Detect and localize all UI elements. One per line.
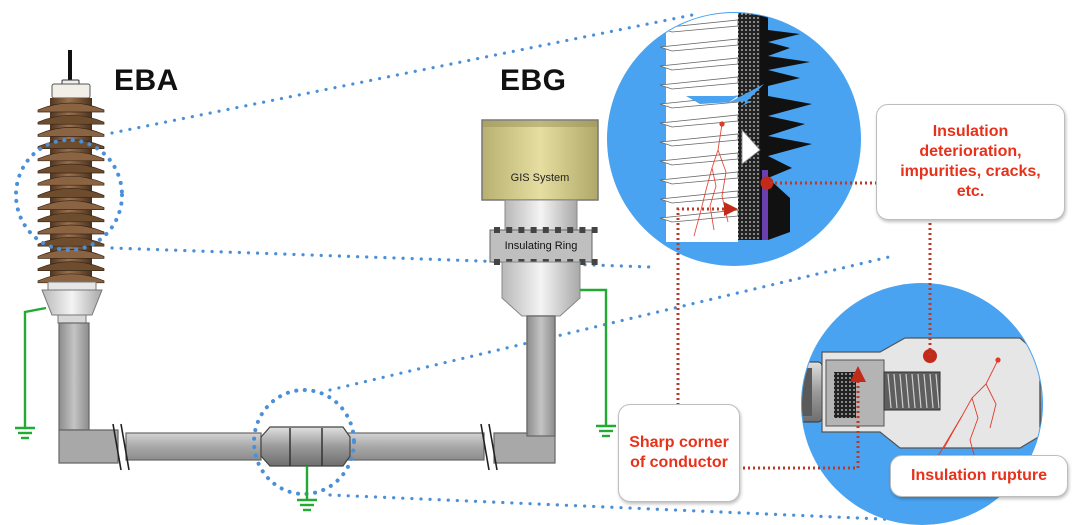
defect-arrow-icon — [850, 366, 866, 382]
callout-sharp-corner: Sharp corner of conductor — [618, 404, 740, 502]
defect-arrow-icon — [724, 202, 738, 216]
zoom-circle-termination — [607, 12, 861, 266]
defect-dot-icon — [923, 349, 937, 363]
callout-sharp-corner-text: Sharp corner of conductor — [629, 434, 729, 471]
gis-system-label: GIS System — [510, 172, 570, 184]
highlight-circles — [14, 138, 356, 496]
leader-lines — [676, 181, 932, 470]
callout-insulation-rupture: Insulation rupture — [890, 455, 1068, 497]
cable-break-icon — [112, 423, 498, 471]
defect-dot-icon — [760, 176, 774, 190]
ebg-label: EBG — [500, 64, 567, 97]
ground-symbol-icon — [15, 424, 616, 512]
insulating-ring-label: Insulating Ring — [504, 240, 578, 252]
callout-insulation-deterioration: Insulation deterioration, impurities, cr… — [876, 104, 1065, 220]
eba-label: EBA — [114, 64, 179, 97]
callout-insulation-deterioration-text: Insulation deterioration, impurities, cr… — [900, 123, 1041, 200]
eba-termination — [37, 50, 105, 324]
cable-route — [58, 315, 556, 464]
callout-insulation-rupture-text: Insulation rupture — [911, 467, 1047, 484]
ebg-termination — [481, 119, 599, 317]
cable-joint — [260, 426, 351, 467]
ground-wires — [23, 288, 608, 500]
zoom-guide-lines — [110, 12, 906, 522]
